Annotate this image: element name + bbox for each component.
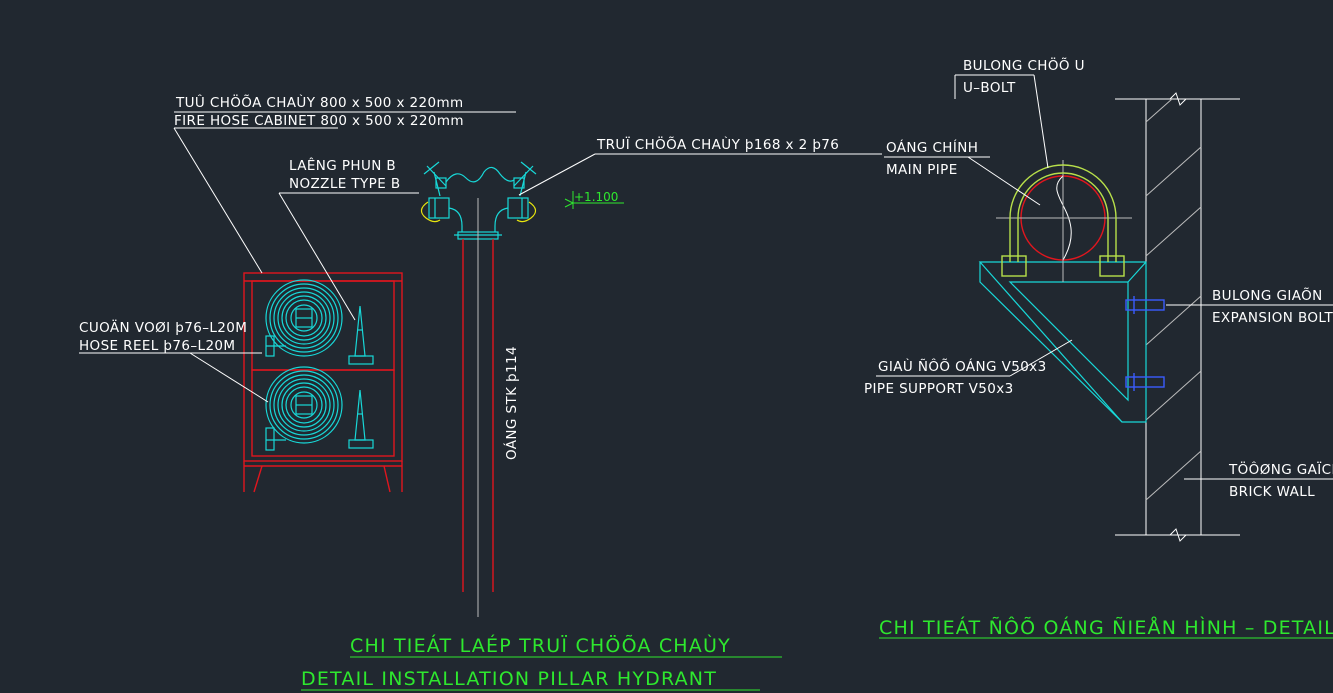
u-bolt	[1001, 164, 1125, 277]
ubolt-label: BULONG CHÖÕ U U–BOLT	[954, 56, 1085, 169]
nozzle-upper	[348, 305, 374, 365]
nozzle-label-en: NOZZLE TYPE B	[289, 176, 400, 192]
nozzle-lower	[348, 389, 374, 449]
support-label-en: PIPE SUPPORT V50x3	[864, 381, 1014, 397]
cabinet-label: TUÛ CHÖÕA CHAÙY 800 x 500 x 220mm FIRE H…	[173, 93, 516, 274]
ubolt-label-vn: BULONG CHÖÕ U	[963, 56, 1085, 74]
elevation-text: +1.100	[574, 190, 618, 204]
left-title-en: DETAIL INSTALLATION PILLAR HYDRANT	[301, 668, 717, 690]
main-pipe-label-vn: OÁNG CHÍNH	[886, 139, 978, 156]
wall-label-en: BRICK WALL	[1229, 484, 1315, 500]
left-title-vn: CHI TIEÁT LAÉP TRUÏ CHÖÕA CHAÙY	[350, 633, 731, 657]
expansion-bolts	[1125, 296, 1165, 391]
right-title: CHI TIEÁT ÑÔÕ OÁNG ÑIEÅN HÌNH – DETAIL	[879, 615, 1333, 639]
pillar-hydrant	[420, 161, 537, 240]
hydrant-label-text: TRUÏ CHÖÕA CHAÙY þ168 x 2 þ76	[596, 135, 839, 153]
expansion-label-vn: BULONG GIAÕN	[1212, 287, 1323, 304]
ubolt-label-en: U–BOLT	[963, 80, 1016, 96]
expansion-label-en: EXPANSION BOLT	[1212, 310, 1333, 326]
nozzle-label-vn: LAÊNG PHUN B	[289, 156, 396, 174]
brick-wall-label: TÖÔØNG GAÏCH BRICK WALL	[1184, 460, 1333, 500]
nozzle-label: LAÊNG PHUN B NOZZLE TYPE B	[278, 156, 419, 321]
wall-label-vn: TÖÔØNG GAÏCH	[1228, 460, 1333, 478]
hose-reel-lower	[265, 366, 343, 451]
fire-hose-cabinet	[243, 272, 403, 493]
reel-label-vn: CUOÄN VOØI þ76–L20M	[79, 318, 247, 336]
svg-text:FIRE HOSE CABINET 800 x 500 x: FIRE HOSE CABINET 800 x 500 x 220mm	[174, 113, 464, 129]
cabinet-label-en-b: 800 x 500 x 220mm	[316, 113, 464, 129]
pipe-support-bracket	[978, 261, 1147, 423]
hose-reel-upper	[265, 279, 343, 357]
hydrant-riser-pipe	[462, 198, 494, 617]
hose-reel-label: CUOÄN VOØI þ76–L20M HOSE REEL þ76–L20M	[79, 318, 269, 403]
main-pipe-label: OÁNG CHÍNH MAIN PIPE	[884, 139, 1041, 206]
main-pipe	[996, 160, 1132, 282]
reel-label-en: HOSE REEL þ76–L20M	[79, 338, 235, 354]
pipe-support-label: GIAÙ ÑÔÕ OÁNG V50x3 PIPE SUPPORT V50x3	[864, 339, 1073, 397]
cabinet-label-en-a: FIRE HOSE CABINET	[174, 113, 316, 129]
cabinet-label-vn: TUÛ CHÖÕA CHAÙY 800 x 500 x 220mm	[175, 93, 464, 111]
expansion-bolt-label: BULONG GIAÕN EXPANSION BOLT	[1166, 287, 1333, 326]
support-label-vn: GIAÙ ÑÔÕ OÁNG V50x3	[878, 357, 1047, 375]
riser-pipe-label: OÁNG STK þ114	[503, 346, 520, 460]
elevation-marker: +1.100	[564, 190, 624, 209]
main-pipe-label-en: MAIN PIPE	[886, 162, 958, 178]
hydrant-label: TRUÏ CHÖÕA CHAÙY þ168 x 2 þ76	[518, 135, 882, 196]
